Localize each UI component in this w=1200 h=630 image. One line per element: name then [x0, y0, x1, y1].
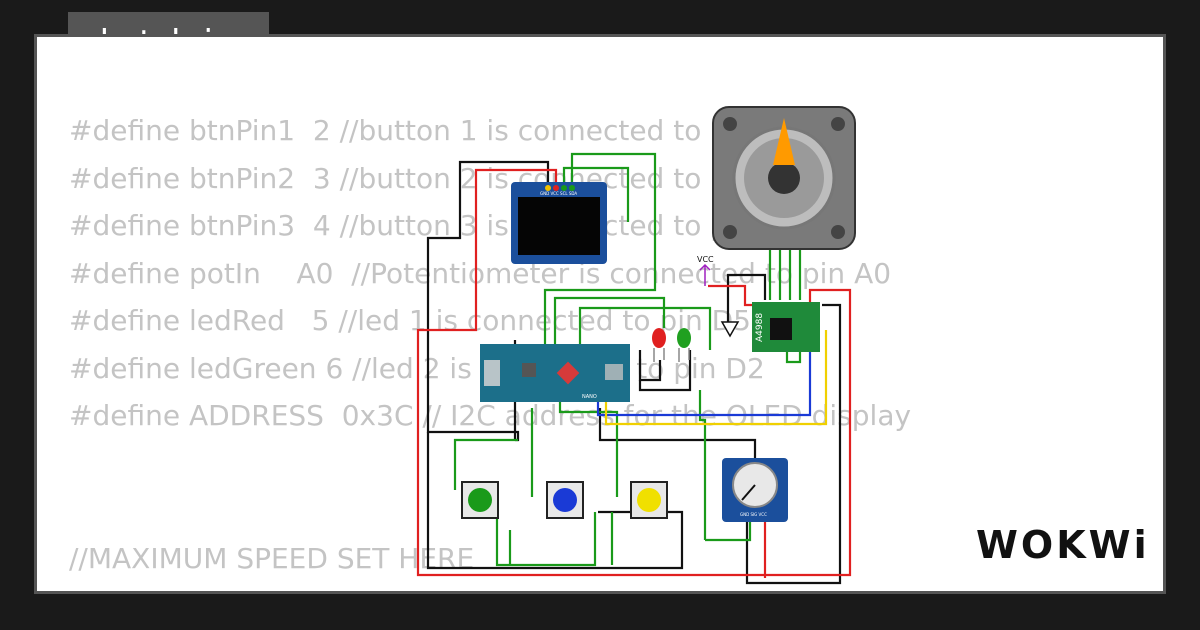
arduino-nano: NANO	[480, 344, 630, 402]
wire-oled-sda	[543, 152, 657, 345]
code-background: #define btnPin1 2 //button 1 is connecte…	[69, 107, 912, 591]
wire-driver-gnd	[745, 303, 842, 585]
ground-symbol	[720, 321, 740, 338]
code-line: //MAXIMUM SPEED SET HERE	[69, 541, 475, 575]
wire-oled-scl	[562, 166, 630, 222]
wokwi-logo: WOKWi	[976, 523, 1150, 567]
code-line: #define potIn A0 //Potentiometer is conn…	[69, 256, 892, 290]
wire-oled-gnd	[426, 160, 550, 442]
nano-label: NANO	[582, 394, 597, 400]
wire-step	[604, 330, 828, 426]
code-line: #define ledRed 5 //led 1 is connected to…	[69, 304, 751, 337]
button-green	[461, 481, 499, 519]
vcc-symbol: VCC	[697, 255, 714, 286]
wire-driver-gnd2	[726, 273, 767, 325]
stepper-driver: A4988	[752, 302, 820, 352]
button-yellow	[630, 481, 668, 519]
vcc-label: VCC	[697, 255, 714, 264]
oled-pin-labels: GND VCC SCL SDA	[540, 191, 577, 196]
code-line: #define maxSpeed 100 // maximum speed	[69, 582, 911, 591]
stepper-motor	[712, 106, 856, 250]
led-green	[677, 328, 691, 362]
led-red	[652, 328, 666, 362]
driver-label: A4988	[755, 313, 765, 342]
potentiometer: GND SIG VCC	[722, 458, 788, 522]
pot-pin-labels: GND SIG VCC	[740, 512, 767, 517]
wire-btn-yellow	[558, 400, 619, 497]
code-line: #define ADDRESS 0x3C // I2C address for …	[69, 399, 912, 432]
button-blue	[546, 481, 584, 519]
preview-frame: #define btnPin1 2 //button 1 is connecte…	[34, 34, 1166, 594]
wire-vcc-bus	[416, 168, 852, 577]
oled-display: GND VCC SCL SDA	[511, 182, 607, 264]
